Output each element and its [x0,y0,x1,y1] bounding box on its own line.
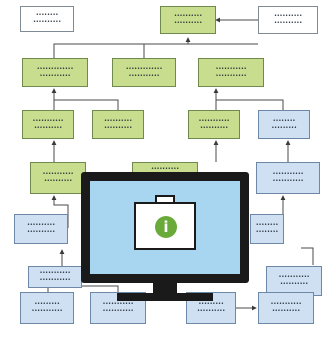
node-top-left: •••••••• •••••••••• [20,6,74,32]
node-label-line-1: ••••••••••• [270,301,302,307]
node-label-line-2: •••••••••• [103,124,133,131]
node-l2-middle: ••••••••••••• ••••••••••• [112,58,176,87]
monitor-stand-base [117,293,213,301]
node-label-line-2: ••••••••• [271,124,297,131]
node-label-line-2: ••••••••••• [128,72,160,79]
node-label-line-1: ••••••••••••• [36,65,74,72]
briefcase-icon: i [134,202,196,250]
node-label-line-1: ••••••••••• [42,171,74,177]
node-label-line-2: •••••••••• [32,19,62,25]
node-label-line-1: ••••••••••• [198,117,230,124]
node-l4-c: ••••••••••• ••••••••••• [256,162,320,194]
info-glyph: i [163,218,169,236]
node-label-line-2: •••••••••• [33,124,63,131]
info-icon: i [155,216,177,238]
node-label-line-1: ••••••••• [198,301,224,307]
node-l3-d: •••••••• ••••••••• [258,110,310,139]
node-label-line-2: ••••••••••• [215,72,247,79]
monitor-icon: i [81,172,249,283]
node-label-line-2: ••••••••••• [39,72,71,79]
node-label-line-2: •••••••••• [199,124,229,131]
node-top-right: •••••••••• •••••••••• [258,6,318,34]
node-label-line-1: ••••••••••• [215,65,247,72]
node-l4-a: ••••••••••• •••••••••• [30,162,86,194]
node-label-line-2: •••••••••• [43,178,73,184]
node-label-line-1: •••••••• [255,222,279,228]
node-label-line-1: ••••••••••• [272,171,304,177]
node-label-line-1: •••••••••• [26,222,56,228]
node-label-line-2: •••••••••• [26,229,56,235]
node-l6-left: ••••••••••• ••••••••••• [28,266,82,288]
node-bottom-4: ••••••••••• •••••••••• [258,292,314,324]
node-label-line-1: ••••••••••• [278,274,310,280]
node-label-line-1: •••••••••• [150,165,180,172]
node-label-line-1: ••••••••••••• [125,65,163,72]
monitor-screen: i [90,181,240,274]
node-label-line-1: •••••••••• [173,13,203,19]
node-label-line-1: ••••••••••• [39,270,71,276]
node-l2-right: ••••••••••• ••••••••••• [198,58,264,87]
node-label-line-2: •••••••••• [173,20,203,26]
node-label-line-1: •••••••••• [273,13,303,19]
node-label-line-1: ••••••••••• [102,301,134,307]
node-label-line-1: •••••••••• [103,117,133,124]
node-label-line-2: •••••••••• [273,20,303,26]
node-l5-left: •••••••••• •••••••••• [14,214,68,244]
node-bottom-1: ••••••••• ••••••••••• [20,292,74,324]
node-label-line-2: ••••••••••• [31,308,63,314]
node-label-line-1: ••••••••••• [32,117,64,124]
node-label-line-2: •••••••• [255,229,279,235]
node-l3-c: ••••••••••• •••••••••• [188,110,240,139]
node-l5-right: •••••••• •••••••• [250,214,284,244]
node-label-line-2: ••••••••••• [39,277,71,283]
node-label-line-2: •••••••••• [271,308,301,314]
node-l3-a: ••••••••••• •••••••••• [22,110,74,139]
node-label-line-2: ••••••••••• [102,308,134,314]
node-label-line-1: •••••••• [272,117,296,124]
node-label-line-2: •••••••••• [279,281,309,287]
node-label-line-2: ••••••••••• [272,178,304,184]
node-root: •••••••••• •••••••••• [160,6,216,34]
node-label-line-2: •••••••••• [196,308,226,314]
monitor-stand-neck [153,283,177,295]
briefcase-handle [155,195,175,204]
node-label-line-1: ••••••••• [34,301,60,307]
node-label-line-1: •••••••• [35,12,59,18]
node-l2-left: ••••••••••••• ••••••••••• [22,58,88,87]
node-l3-b: •••••••••• •••••••••• [92,110,144,139]
